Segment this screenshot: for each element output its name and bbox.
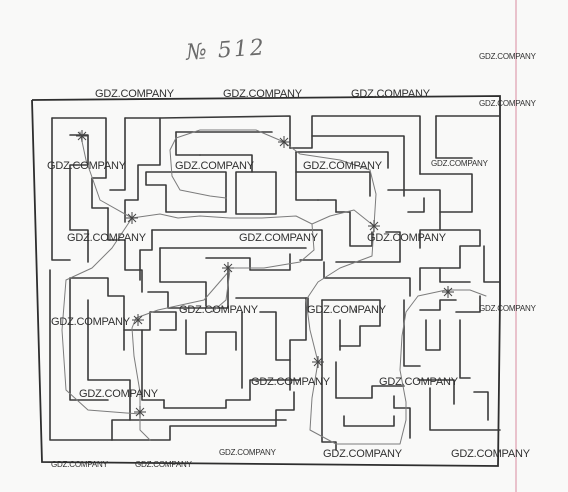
star-mark (76, 130, 88, 142)
watermark: GDZ.COMPANY (251, 376, 330, 388)
maze-outer-wall (31, 95, 501, 467)
watermark: GDZ.COMPANY (351, 88, 430, 100)
watermark: GDZ.COMPANY (367, 232, 446, 244)
watermark: GDZ.COMPANY (175, 160, 254, 172)
watermark: GDZ.COMPANY (135, 460, 192, 469)
watermark: GDZ.COMPANY (67, 232, 146, 244)
watermark: GDZ.COMPANY (239, 232, 318, 244)
star-mark (222, 262, 234, 274)
pencil-star-marks (76, 130, 454, 418)
star-mark (368, 220, 380, 232)
maze-walls (49, 115, 501, 451)
watermark: GDZ.COMPANY (51, 460, 108, 469)
watermark: GDZ.COMPANY (47, 160, 126, 172)
star-mark (134, 406, 146, 418)
watermark: GDZ.COMPANY (323, 448, 402, 460)
solution-path (61, 129, 487, 445)
watermark: GDZ.COMPANY (451, 448, 530, 460)
star-mark (312, 356, 324, 368)
watermark: GDZ.COMPANY (219, 448, 276, 457)
watermark: GDZ.COMPANY (479, 99, 536, 108)
watermark: GDZ.COMPANY (307, 304, 386, 316)
watermark: GDZ.COMPANY (79, 388, 158, 400)
watermark: GDZ.COMPANY (95, 88, 174, 100)
watermark: GDZ.COMPANY (431, 159, 488, 168)
watermark: GDZ.COMPANY (303, 160, 382, 172)
star-mark (278, 136, 290, 148)
star-mark (132, 314, 144, 326)
watermark: GDZ.COMPANY (179, 304, 258, 316)
star-mark (442, 286, 454, 298)
watermark: GDZ.COMPANY (223, 88, 302, 100)
watermark: GDZ.COMPANY (479, 304, 536, 313)
watermark: GDZ.COMPANY (479, 52, 536, 61)
watermark: GDZ.COMPANY (379, 376, 458, 388)
watermark: GDZ.COMPANY (51, 316, 130, 328)
star-mark (126, 212, 138, 224)
